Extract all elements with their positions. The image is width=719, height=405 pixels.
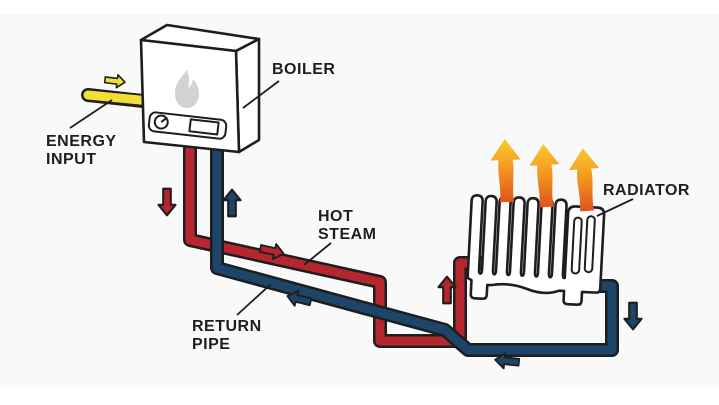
pointer-line-return-pipe (236, 283, 272, 316)
pointer-line-boiler (242, 80, 280, 109)
pointer-line-radiator (596, 198, 634, 217)
label-hot-steam-line1: HOT (318, 208, 353, 225)
heat-arrow-icon-1 (489, 138, 523, 203)
pointer-line-energy-input (69, 99, 113, 129)
return-flow-up-arrow (222, 188, 242, 218)
label-return-pipe-line2: PIPE (192, 336, 230, 353)
gauge-icon (153, 114, 169, 130)
return-flow-down-arrow (623, 301, 643, 331)
hot-steam-pipe (183, 143, 484, 348)
radiator-slot-right (583, 215, 596, 274)
label-energy-input-line2: INPUT (46, 151, 97, 168)
label-hot-steam-line2: STEAM (318, 226, 377, 243)
heat-arrows (489, 138, 603, 212)
label-return-pipe-line1: RETURN (192, 318, 262, 335)
label-radiator: RADIATOR (603, 182, 690, 199)
energy-arrow-icon (103, 72, 127, 90)
radiator-slot-left (570, 216, 583, 275)
boiler (139, 23, 261, 154)
radiator (466, 193, 606, 306)
pointer-line-hot-steam (303, 242, 332, 266)
label-energy-input-line1: ENERGY (46, 133, 117, 150)
return-pipe (210, 143, 619, 357)
display-icon (188, 118, 220, 136)
steam-flow-down-arrow (157, 187, 177, 217)
steam-flow-up-arrow (437, 275, 457, 305)
heat-arrow-icon-3 (567, 147, 603, 212)
flame-icon (175, 70, 199, 108)
boiler-control-panel (147, 111, 228, 140)
label-boiler: BOILER (272, 61, 335, 78)
energy-input-pipe (81, 88, 159, 109)
